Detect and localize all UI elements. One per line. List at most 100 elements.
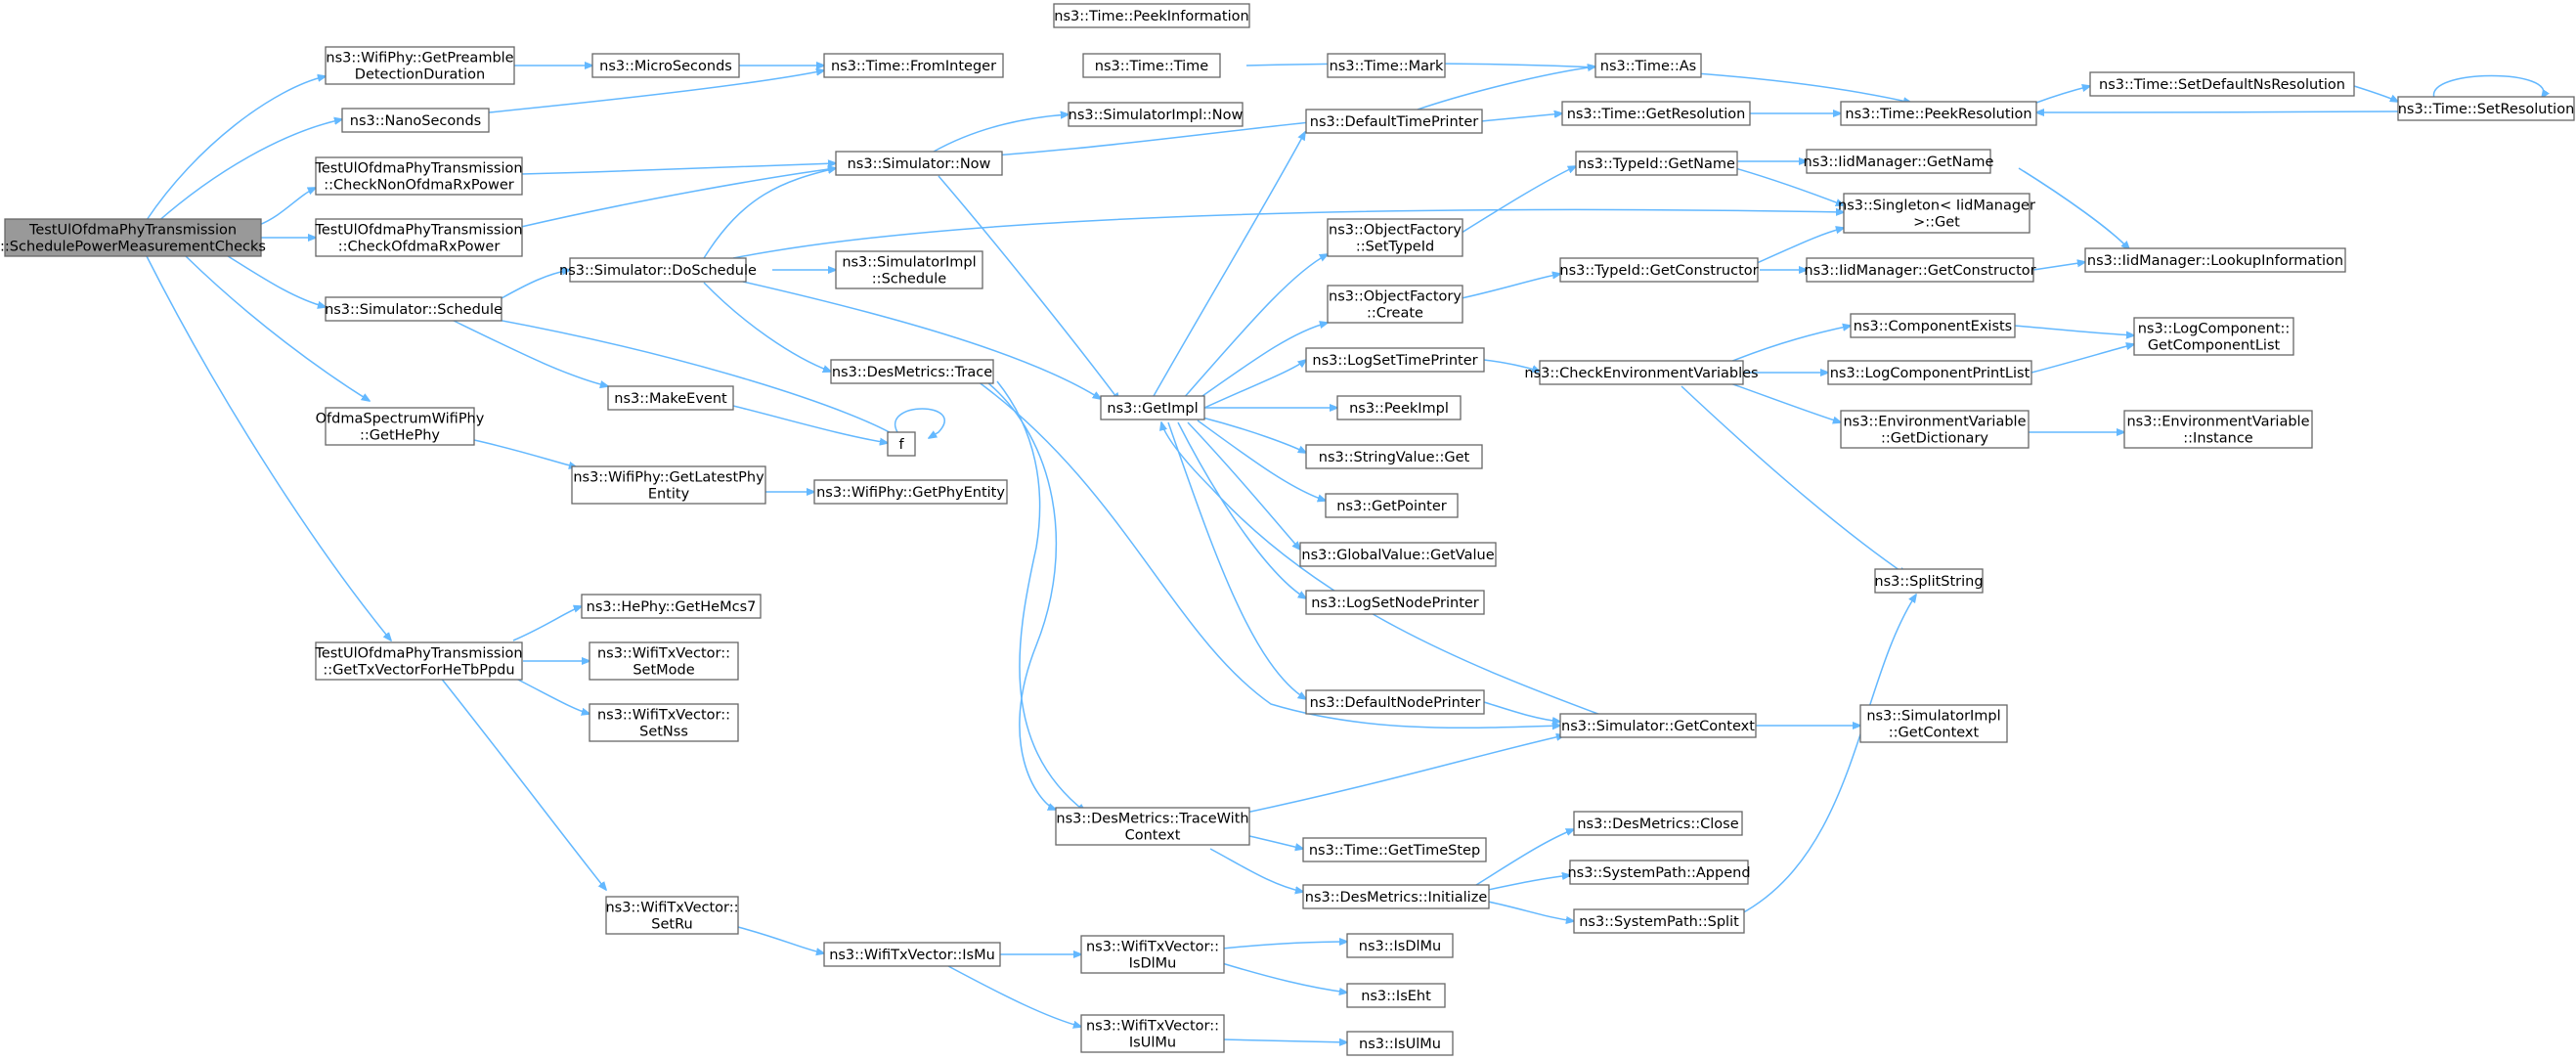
edge (1221, 1039, 1347, 1042)
node-getImpl[interactable]: ns3::GetImpl (1100, 395, 1205, 420)
node-checkEnv[interactable]: ns3::CheckEnvironmentVariables (1524, 360, 1759, 385)
node-fFunc[interactable]: f (887, 431, 916, 457)
node-typeIdGetName[interactable]: ns3::TypeId::GetName (1575, 151, 1738, 176)
node-simImplNow[interactable]: ns3::SimulatorImpl::Now (1068, 102, 1244, 127)
node-label: ns3::HePhy::GetHeMcs7 (587, 599, 757, 615)
node-splitString[interactable]: ns3::SplitString (1874, 568, 1984, 594)
node-getTimeStep[interactable]: ns3::Time::GetTimeStep (1302, 837, 1487, 862)
node-defaultTimePrinter[interactable]: ns3::DefaultTimePrinter (1305, 109, 1483, 134)
node-desTrace[interactable]: ns3::DesMetrics::Trace (830, 359, 994, 384)
node-nanoSeconds[interactable]: ns3::NanoSeconds (341, 108, 490, 133)
node-checkNonOfdma[interactable]: TestUlOfdmaPhyTransmission::CheckNonOfdm… (314, 156, 523, 196)
node-defaultNodePrinter[interactable]: ns3::DefaultNodePrinter (1305, 689, 1485, 715)
node-peekRes[interactable]: ns3::Time::PeekResolution (1840, 101, 2037, 126)
node-objCreate[interactable]: ns3::ObjectFactory::Create (1327, 285, 1463, 324)
node-box (1080, 935, 1225, 974)
node-desClose[interactable]: ns3::DesMetrics::Close (1573, 811, 1743, 836)
node-label: ns3::WifiTxVector:: (605, 901, 738, 916)
edge (2035, 86, 2090, 104)
node-iidLookup[interactable]: ns3::IidManager::LookupInformation (2084, 247, 2346, 273)
node-label: ns3::WifiTxVector:: (597, 646, 730, 662)
node-timeGetRes[interactable]: ns3::Time::GetResolution (1561, 101, 1751, 126)
edge (146, 255, 391, 640)
node-iidGetCtor[interactable]: ns3::IidManager::GetConstructor (1804, 257, 2036, 283)
node-simImplSchedule[interactable]: ns3::SimulatorImpl::Schedule (835, 250, 983, 289)
node-setRes[interactable]: ns3::Time::SetResolution (2397, 96, 2575, 121)
edge (520, 163, 836, 175)
node-setNss[interactable]: ns3::WifiTxVector::SetNss (589, 703, 739, 742)
node-box (2133, 317, 2294, 356)
node-checkOfdma[interactable]: TestUlOfdmaPhyTransmission::CheckOfdmaRx… (314, 218, 523, 257)
node-logSetTimePrinter[interactable]: ns3::LogSetTimePrinter (1305, 347, 1485, 373)
edge (2013, 325, 2134, 335)
node-isUlMuV[interactable]: ns3::WifiTxVector::IsUlMu (1080, 1014, 1225, 1053)
node-schedule[interactable]: ns3::Simulator::Schedule (325, 296, 502, 322)
node-root[interactable]: TestUlOfdmaPhyTransmission::SchedulePowe… (0, 218, 266, 257)
node-label: ns3::GetImpl (1107, 401, 1198, 417)
node-peekImpl[interactable]: ns3::PeekImpl (1336, 395, 1462, 420)
node-iidGetName[interactable]: ns3::IidManager::GetName (1804, 149, 1994, 174)
node-box (589, 703, 739, 742)
node-setMode[interactable]: ns3::WifiTxVector::SetMode (589, 641, 739, 681)
node-sysAppend[interactable]: ns3::SystemPath::Append (1567, 860, 1751, 885)
node-simImplGetContext[interactable]: ns3::SimulatorImpl::GetContext (1859, 704, 2008, 743)
node-sysSplit[interactable]: ns3::SystemPath::Split (1573, 908, 1745, 934)
node-simNow[interactable]: ns3::Simulator::Now (835, 151, 1003, 176)
node-simGetContext[interactable]: ns3::Simulator::GetContext (1559, 713, 1757, 738)
node-isEht[interactable]: ns3::IsEht (1346, 983, 1446, 1008)
node-timeMark[interactable]: ns3::Time::Mark (1327, 53, 1446, 78)
node-getPhyEntity[interactable]: ns3::WifiPhy::GetPhyEntity (813, 479, 1008, 505)
node-logCompPrintList[interactable]: ns3::LogComponentPrintList (1827, 360, 2032, 385)
node-doSchedule[interactable]: ns3::Simulator::DoSchedule (559, 257, 757, 283)
node-label: ns3::Simulator::Schedule (325, 302, 502, 318)
node-getPointer[interactable]: ns3::GetPointer (1325, 493, 1459, 518)
node-microSeconds[interactable]: ns3::MicroSeconds (591, 53, 740, 78)
node-box (830, 359, 994, 384)
node-compExists[interactable]: ns3::ComponentExists (1850, 313, 2016, 338)
node-typeIdGetCtor[interactable]: ns3::TypeId::GetConstructor (1559, 257, 1759, 283)
node-logSetNodePrinter[interactable]: ns3::LogSetNodePrinter (1305, 590, 1485, 615)
node-stringValueGet[interactable]: ns3::StringValue::Get (1305, 444, 1483, 469)
node-box (1559, 257, 1759, 283)
node-layer: TestUlOfdmaPhyTransmission::SchedulePowe… (0, 3, 2575, 1056)
node-label: Context (1125, 828, 1181, 844)
node-getHePhy[interactable]: OfdmaSpectrumWifiPhy::GetHePhy (316, 407, 485, 446)
node-label: ns3::Time::PeekResolution (1845, 107, 2031, 122)
node-envInstance[interactable]: ns3::EnvironmentVariable::Instance (2123, 410, 2313, 449)
node-logCompGetList[interactable]: ns3::LogComponent::GetComponentList (2133, 317, 2294, 356)
node-label: TestUlOfdmaPhyTransmission (314, 161, 522, 177)
node-timeAs[interactable]: ns3::Time::As (1594, 53, 1702, 78)
node-isMu[interactable]: ns3::WifiTxVector::IsMu (823, 942, 1001, 967)
node-globalValueGet[interactable]: ns3::GlobalValue::GetValue (1299, 542, 1497, 567)
node-label: TestUlOfdmaPhyTransmission (314, 223, 522, 239)
node-box (2123, 410, 2313, 449)
node-timeTime[interactable]: ns3::Time::Time (1082, 53, 1221, 78)
node-label: ns3::TypeId::GetName (1578, 156, 1735, 172)
edge (977, 380, 1560, 728)
node-isDlMuV[interactable]: ns3::WifiTxVector::IsDlMu (1080, 935, 1225, 974)
node-box (315, 156, 523, 196)
node-label: ns3::SystemPath::Split (1579, 914, 1739, 930)
node-label: ns3::SystemPath::Append (1567, 865, 1750, 881)
node-makeEvent[interactable]: ns3::MakeEvent (607, 385, 734, 411)
node-box (1827, 360, 2032, 385)
node-isDlMu[interactable]: ns3::IsDlMu (1346, 933, 1454, 958)
node-setRu[interactable]: ns3::WifiTxVector::SetRu (605, 896, 739, 935)
node-box (1302, 884, 1490, 909)
node-peekInfo[interactable]: ns3::Time::PeekInformation (1053, 3, 1250, 28)
node-setDefaultNsRes[interactable]: ns3::Time::SetDefaultNsResolution (2089, 71, 2355, 97)
node-getHeMcs7[interactable]: ns3::HePhy::GetHeMcs7 (581, 594, 762, 619)
node-box (2089, 71, 2355, 97)
node-isUlMu[interactable]: ns3::IsUlMu (1346, 1031, 1454, 1056)
node-getPreamble[interactable]: ns3::WifiPhy::GetPreambleDetectionDurati… (325, 46, 515, 85)
node-getTxVector[interactable]: TestUlOfdmaPhyTransmission::GetTxVectorF… (314, 641, 523, 681)
node-singletonGet[interactable]: ns3::Singleton< IidManager>::Get (1838, 193, 2035, 234)
edge (488, 70, 824, 113)
node-fromInteger[interactable]: ns3::Time::FromInteger (823, 53, 1004, 78)
node-envGetDict[interactable]: ns3::EnvironmentVariable::GetDictionary (1840, 410, 2030, 449)
node-desInit[interactable]: ns3::DesMetrics::Initialize (1302, 884, 1490, 909)
node-box (1346, 983, 1446, 1008)
node-objSetTypeId[interactable]: ns3::ObjectFactory::SetTypeId (1327, 218, 1463, 257)
